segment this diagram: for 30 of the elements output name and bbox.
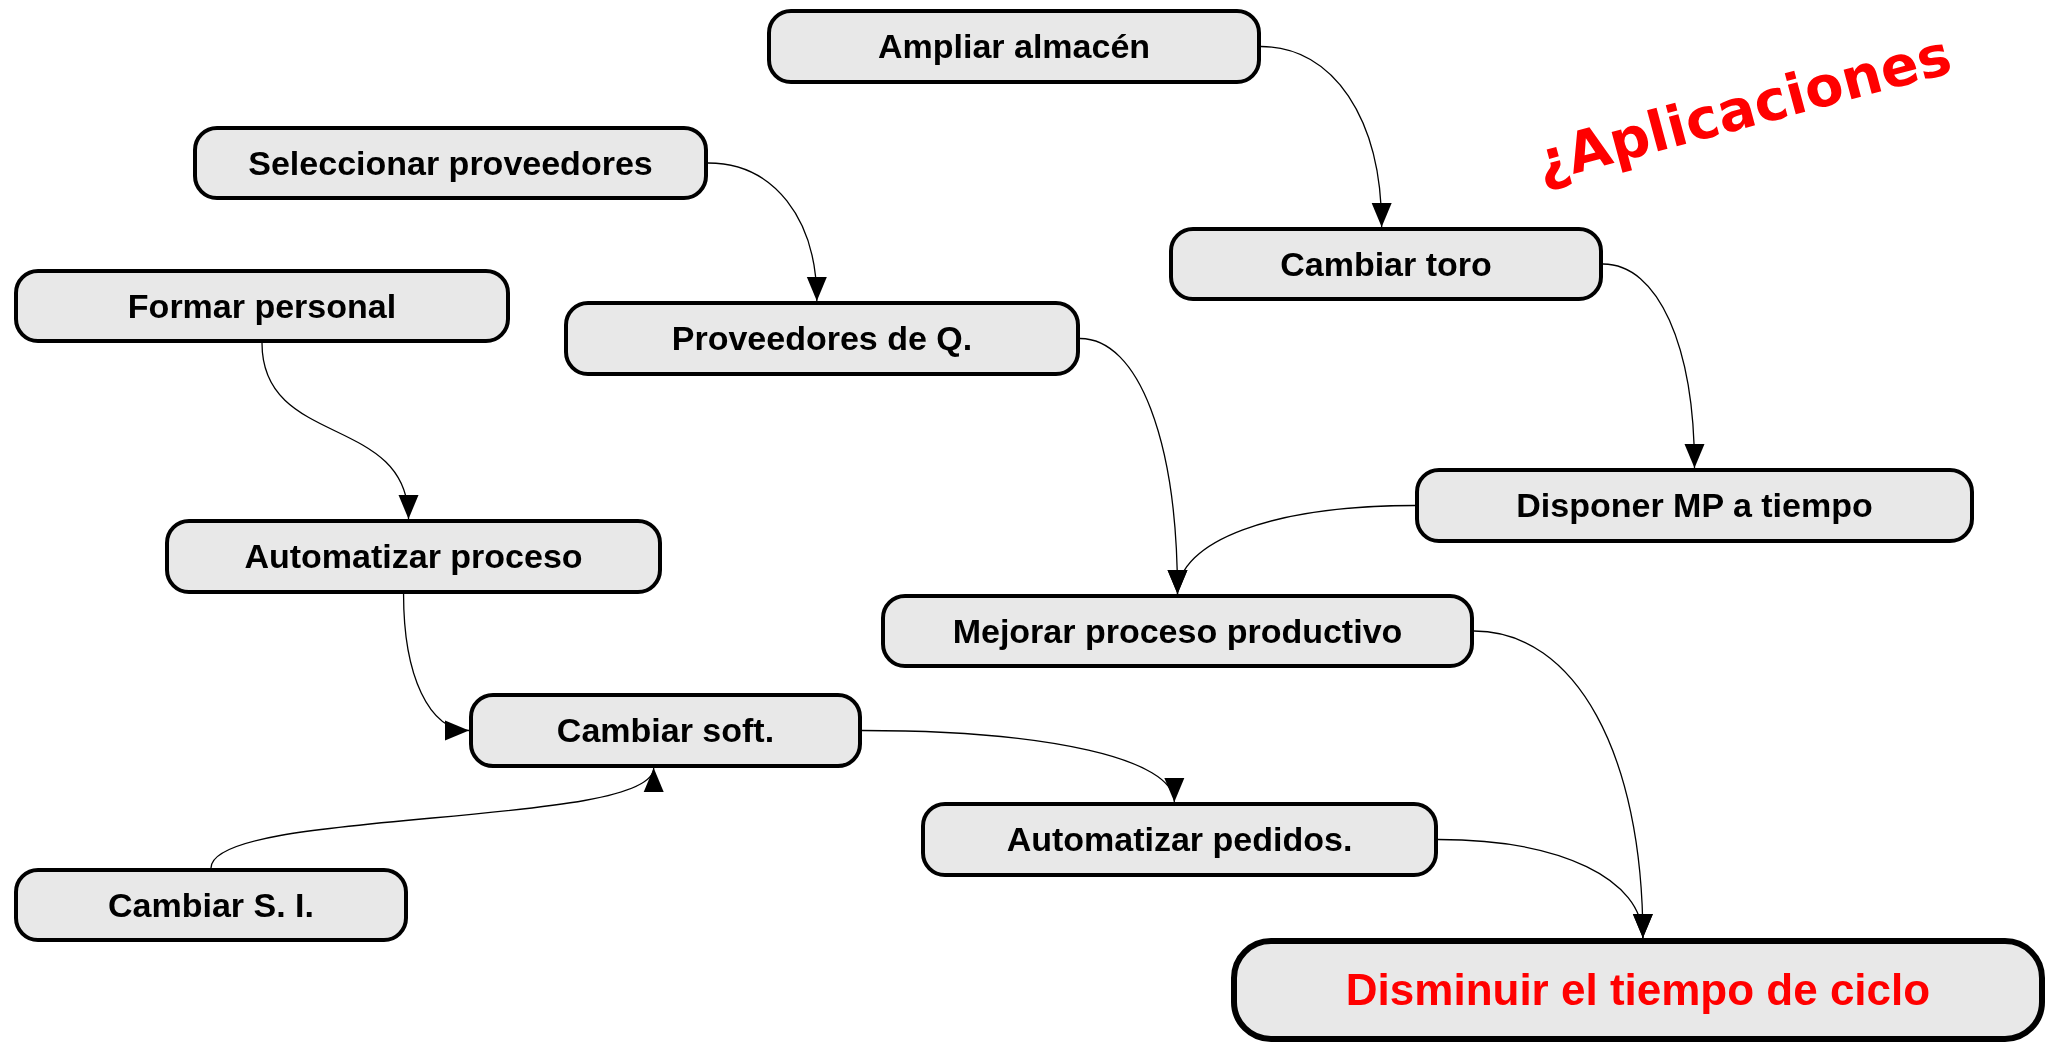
node-text: Disminuir el tiempo de ciclo xyxy=(1345,965,1931,1015)
process-box xyxy=(564,301,1080,376)
arrow xyxy=(1437,838,1650,939)
node-text: Formar personal xyxy=(127,286,397,326)
node-text: Automatizar proceso xyxy=(244,537,583,576)
process-box xyxy=(193,126,708,200)
process-box xyxy=(14,868,408,942)
process-box xyxy=(14,269,510,343)
node-text: Automatizar pedidos. xyxy=(1006,820,1353,859)
arrow xyxy=(261,342,416,520)
node-text: Cambiar S. I. xyxy=(108,885,314,925)
process-box xyxy=(165,519,662,594)
process-box xyxy=(469,693,862,768)
node-text: Cambiar soft. xyxy=(556,711,775,750)
goal-box xyxy=(1231,938,2045,1042)
node-text: Ampliar almacén xyxy=(877,27,1151,66)
node-text: Disponer MP a tiempo xyxy=(1516,486,1873,525)
process-box xyxy=(1415,468,1974,543)
arrow xyxy=(707,162,826,302)
node-text: Proveedores de Q. xyxy=(671,319,973,358)
process-box xyxy=(881,594,1474,668)
arrow xyxy=(1602,263,1704,469)
process-box xyxy=(1169,227,1603,301)
process-box xyxy=(767,9,1261,84)
node-text: Seleccionar proveedores xyxy=(248,143,653,183)
process-box xyxy=(921,802,1438,877)
node-text: Cambiar toro xyxy=(1280,244,1492,284)
arrow xyxy=(402,593,470,738)
node-text: Mejorar proceso productivo xyxy=(952,611,1403,651)
arrow xyxy=(1260,45,1391,228)
